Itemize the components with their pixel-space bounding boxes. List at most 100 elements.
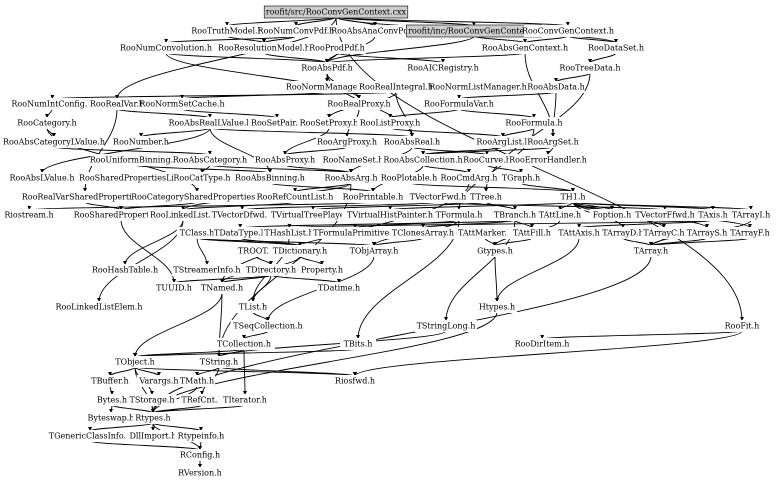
graph-node-RooNumConvPdf[interactable]: RooNumConvPdf.h [258, 25, 335, 37]
graph-node-RooAbsRealLValue[interactable]: RooAbsRealLValue.h [168, 117, 252, 129]
graph-node-TGenericClassInfo[interactable]: TGenericClassInfo.h [46, 430, 134, 442]
graph-node-TArrayF[interactable]: TArrayF.h [727, 227, 773, 239]
graph-node-TBuffer[interactable]: TBuffer.h [87, 375, 133, 387]
graph-node-TStringLong[interactable]: TStringLong.h [415, 320, 477, 332]
graph-node-RooAbsProxy[interactable]: RooAbsProxy.h [254, 154, 316, 166]
graph-node-RooArgSet[interactable]: RooArgSet.h [526, 136, 580, 148]
graph-node-RooCatType[interactable]: RooCatType.h [173, 172, 231, 184]
graph-node-RooNumber[interactable]: RooNumber.h [113, 136, 169, 148]
graph-node-TDatime[interactable]: TDatime.h [316, 282, 362, 294]
graph-node-TObjArray[interactable]: TObjArray.h [347, 245, 401, 257]
graph-node-RooAbsCollection[interactable]: RooAbsCollection.h [381, 154, 465, 166]
graph-node-Gtypes[interactable]: Gtypes.h [474, 245, 516, 257]
graph-node-RooAbsLValue[interactable]: RooAbsLValue.h [8, 172, 76, 184]
graph-node-Foption[interactable]: Foption.h [589, 209, 635, 221]
graph-node-RooNormListManager[interactable]: RooNormListManager.h [429, 81, 527, 93]
graph-node-RooNameSet[interactable]: RooNameSet.h [323, 154, 384, 166]
graph-node-RooAbsBinning[interactable]: RooAbsBinning.h [234, 172, 306, 184]
graph-node-Riosfwd[interactable]: Riosfwd.h [332, 375, 378, 387]
graph-node-RooAbsAnaConvPdf[interactable]: RooAbsAnaConvPdf.h [331, 25, 419, 37]
graph-node-RooFormulaVar[interactable]: RooFormulaVar.h [423, 98, 495, 110]
graph-node-TRefCnt[interactable]: TRefCnt.h [179, 394, 225, 406]
graph-node-RooTruthModel[interactable]: RooTruthModel.h [191, 25, 263, 37]
graph-node-RooUniformBinning[interactable]: RooUniformBinning.h [90, 154, 179, 166]
graph-node-TClonesArray[interactable]: TClonesArray.h [389, 227, 457, 239]
graph-node-RVersion[interactable]: RVersion.h [175, 467, 225, 479]
graph-node-TFormula[interactable]: TFormula.h [434, 209, 484, 221]
graph-node-TBranch[interactable]: TBranch.h [492, 209, 538, 221]
graph-node-TDirectory[interactable]: TDirectory.h [242, 264, 300, 276]
graph-node-TDataType[interactable]: TDataType.h [213, 227, 267, 239]
graph-node-TSeqCollection[interactable]: TSeqCollection.h [230, 320, 306, 332]
graph-node-RooCategorySharedProperties[interactable]: RooCategorySharedProperties.h [131, 191, 263, 203]
graph-node-Riostream[interactable]: Riostream.h [2, 209, 56, 221]
graph-node-TAxis[interactable]: TAxis.h [694, 209, 732, 221]
graph-node-RooSharedProperties[interactable]: RooSharedProperties.h [72, 209, 170, 221]
graph-node-RooSetProxy[interactable]: RooSetProxy.h [298, 117, 360, 129]
graph-node-TAttMarker[interactable]: TAttMarker.h [456, 227, 514, 239]
graph-node-RooPrintable[interactable]: RooPrintable.h [339, 191, 407, 203]
graph-node-TClass[interactable]: TClass.h [176, 227, 218, 239]
graph-node-TVirtualTreePlayer[interactable]: TVirtualTreePlayer.h [267, 209, 359, 221]
graph-node-RooAbsCategory[interactable]: RooAbsCategory.h [172, 154, 248, 166]
graph-node-RooResolutionModel[interactable]: RooResolutionModel.h [218, 42, 310, 54]
graph-node-TAttLine[interactable]: TAttLine.h [535, 209, 585, 221]
graph-node-RooNumConvolution[interactable]: RooNumConvolution.h [120, 42, 212, 54]
graph-node-RooAbsGenContext[interactable]: RooAbsGenContext.h [482, 42, 568, 54]
graph-node-RooAbsCategoryLValue[interactable]: RooAbsCategoryLValue.h [3, 136, 105, 148]
graph-node-RooSetPair[interactable]: RooSetPair.h [248, 117, 306, 129]
graph-node-TVectorDfwd[interactable]: TVectorDfwd.h [211, 209, 273, 221]
graph-node-RooListProxy[interactable]: RooListProxy.h [356, 117, 424, 129]
graph-node-RooAICRegistry[interactable]: RooAICRegistry.h [405, 62, 481, 74]
graph-node-RooNormSetCache[interactable]: RooNormSetCache.h [139, 98, 225, 110]
graph-node-TArrayD[interactable]: TArrayD.h [600, 227, 646, 239]
graph-node-TVectorFfwd[interactable]: TVectorFfwd.h [634, 209, 696, 221]
graph-node-RooConvGenContext[interactable]: RooConvGenContext.h [522, 25, 614, 37]
graph-node-TStreamerInfo[interactable]: TStreamerInfo.h [171, 264, 243, 276]
graph-node-RooNumIntConfig[interactable]: RooNumIntConfig.h [11, 98, 93, 110]
graph-node-RooLinkedListElem[interactable]: RooLinkedListElem.h [55, 301, 143, 313]
graph-node-TArray[interactable]: TArray.h [630, 245, 672, 257]
graph-node-RooRealVar[interactable]: RooRealVar.h [88, 98, 146, 110]
graph-node-RooAbsArg[interactable]: RooAbsArg.h [324, 172, 378, 184]
graph-node-TDictionary[interactable]: TDictionary.h [269, 245, 331, 257]
graph-node-RooLinkedList[interactable]: RooLinkedList.h [147, 209, 219, 221]
graph-node-TMath[interactable]: TMath.h [178, 375, 216, 387]
graph-node-RooAbsData[interactable]: RooAbsData.h [527, 81, 585, 93]
graph-node-TIterator[interactable]: TIterator.h [218, 394, 272, 406]
graph-node-RooSharedPropertiesList[interactable]: RooSharedPropertiesList.h [77, 172, 191, 184]
graph-node-Bytes[interactable]: Bytes.h [93, 394, 131, 406]
graph-node-TH1[interactable]: TH1.h [559, 191, 587, 203]
graph-node-TCollection[interactable]: TCollection.h [213, 338, 275, 350]
graph-node-RooDataSet[interactable]: RooDataSet.h [587, 42, 645, 54]
graph-node-RConfig[interactable]: RConfig.h [177, 449, 223, 461]
graph-node-RooRealVarSharedProperties[interactable]: RooRealVarSharedProperties.h [22, 191, 148, 203]
graph-node-TROOT[interactable]: TROOT.h [238, 245, 274, 257]
graph-node-RooDirItem[interactable]: RooDirItem.h [513, 338, 571, 350]
graph-node-TFormulaPrimitive[interactable]: TFormulaPrimitive.h [311, 227, 399, 239]
graph-node-TUUID[interactable]: TUUID.h [155, 282, 193, 294]
graph-node-Byteswap[interactable]: Byteswap.h [86, 412, 136, 424]
graph-node-RooAbsPdf[interactable]: RooAbsPdf.h [300, 62, 354, 74]
graph-node-TNamed[interactable]: TNamed.h [201, 282, 243, 294]
graph-node-TList[interactable]: TList.h [234, 301, 272, 313]
graph-node-RooNormManager[interactable]: RooNormManager.h [286, 81, 368, 93]
graph-node-RooErrorHandler[interactable]: RooErrorHandler.h [508, 154, 588, 166]
graph-node-Rtypeinfo[interactable]: Rtypeinfo.h [174, 430, 228, 442]
graph-node-Property[interactable]: Property.h [297, 264, 347, 276]
graph-node-TStorage[interactable]: TStorage.h [127, 394, 177, 406]
graph-node-TArrayC[interactable]: TArrayC.h [641, 227, 687, 239]
graph-node-RooArgList[interactable]: RooArgList.h [474, 136, 532, 148]
graph-node-TVectorFwd[interactable]: TVectorFwd.h [409, 191, 467, 203]
graph-node-RooProdPdf[interactable]: RooProdPdf.h [308, 42, 366, 54]
graph-node-TTree[interactable]: TTree.h [467, 191, 505, 203]
graph-node-RooRealIntegral[interactable]: RooRealIntegral.h [356, 81, 436, 93]
graph-node-RooPlotable[interactable]: RooPlotable.h [378, 172, 440, 184]
graph-node-RooAbsReal[interactable]: RooAbsReal.h [383, 136, 441, 148]
graph-node-RooRefCountList[interactable]: RooRefCountList.h [255, 191, 335, 203]
graph-node-RooCategory[interactable]: RooCategory.h [16, 117, 78, 129]
graph-node-TArrayS[interactable]: TArrayS.h [684, 227, 730, 239]
graph-node-RooFit[interactable]: RooFit.h [721, 320, 763, 332]
graph-node-Rtypes[interactable]: Rtypes.h [132, 412, 174, 424]
graph-node-TString[interactable]: TString.h [196, 356, 242, 368]
